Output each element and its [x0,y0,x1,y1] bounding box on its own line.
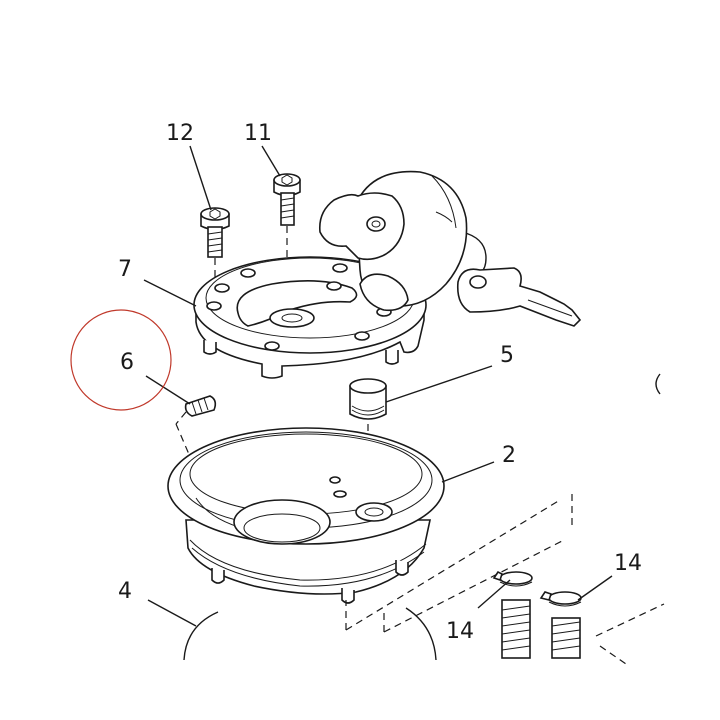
label-part-14-right: 14 [614,551,642,576]
locking-cap-with-key[interactable] [318,170,582,327]
label-part-12: 12 [166,121,194,146]
label-part-11: 11 [244,121,272,146]
flange-plate-7[interactable] [193,256,427,379]
label-part-6: 6 [120,350,134,375]
hose-clamp-left[interactable] [492,570,533,659]
label-part-7: 7 [118,257,132,282]
label-part-4: 4 [118,579,132,604]
gasket-4[interactable] [183,607,437,661]
screw-11[interactable] [273,173,301,315]
label-part-5: 5 [500,343,514,368]
assembly-guide-lines [345,373,665,665]
leader-lines [143,145,613,627]
highlight-circle [70,309,172,411]
screw-12[interactable] [200,207,230,296]
filler-ring-2[interactable] [167,427,445,604]
label-part-2: 2 [502,443,516,468]
hose-clamp-right[interactable] [539,591,582,659]
label-part-14-left: 14 [446,619,474,644]
